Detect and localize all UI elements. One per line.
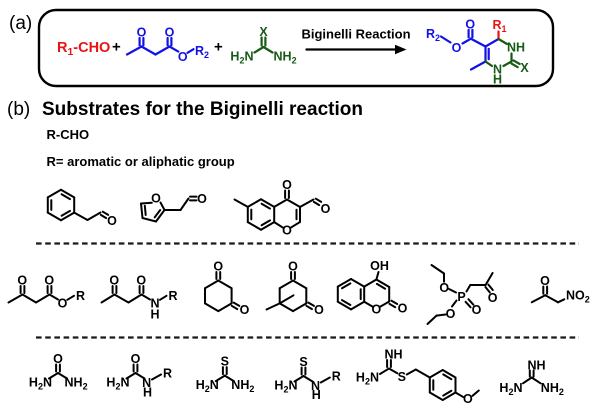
svg-text:R1​-CHO: R1​-CHO: [57, 40, 110, 58]
svg-text:+: +: [112, 39, 121, 56]
svg-text:S: S: [221, 355, 229, 369]
svg-text:R: R: [76, 289, 85, 303]
svg-text:(b): (b): [7, 99, 30, 120]
svg-text:NH: NH: [507, 41, 525, 55]
svg-text:H: H: [143, 386, 152, 400]
svg-text:O: O: [452, 41, 462, 55]
svg-text:O: O: [151, 192, 161, 206]
svg-text:O: O: [137, 26, 147, 40]
svg-text:NH2​: NH2​: [231, 378, 254, 394]
svg-text:H: H: [150, 308, 159, 322]
svg-text:R: R: [332, 370, 341, 384]
svg-text:O: O: [17, 274, 27, 288]
svg-text:O: O: [446, 307, 456, 321]
svg-text:NH2​: NH2​: [65, 376, 88, 392]
svg-text:O: O: [398, 302, 408, 316]
svg-text:X: X: [259, 25, 268, 39]
svg-text:H2​N: H2​N: [230, 50, 253, 66]
svg-text:N: N: [150, 297, 159, 311]
svg-text:H2​N: H2​N: [106, 376, 129, 392]
svg-text:S: S: [299, 355, 307, 369]
svg-text:O: O: [465, 18, 475, 32]
svg-text:NH: NH: [527, 359, 545, 373]
svg-text:N: N: [493, 63, 502, 77]
svg-text:NO2​: NO2​: [566, 289, 590, 305]
svg-text:NH2​: NH2​: [274, 50, 297, 66]
svg-text:H2​N: H2​N: [356, 371, 379, 387]
svg-text:S: S: [398, 370, 406, 384]
svg-text:O: O: [178, 50, 188, 64]
svg-text:O: O: [197, 192, 207, 206]
svg-text:O: O: [109, 274, 119, 288]
svg-text:O: O: [136, 274, 146, 288]
svg-text:O: O: [288, 260, 298, 274]
svg-text:O: O: [165, 26, 175, 40]
svg-text:O: O: [372, 303, 382, 317]
svg-text:O: O: [53, 352, 63, 366]
svg-text:O: O: [44, 274, 54, 288]
svg-text:N: N: [142, 376, 151, 390]
svg-text:Biginelli Reaction: Biginelli Reaction: [301, 27, 410, 42]
svg-text:O: O: [213, 260, 223, 274]
svg-text:O: O: [107, 214, 117, 228]
svg-text:R1​: R1​: [493, 18, 507, 34]
svg-text:O: O: [282, 224, 292, 238]
svg-text:O: O: [314, 303, 324, 317]
svg-text:H2​N: H2​N: [196, 378, 219, 394]
svg-text:H2​N: H2​N: [274, 379, 297, 395]
svg-text:O: O: [131, 352, 141, 366]
svg-text:NH2​: NH2​: [541, 381, 564, 397]
svg-text:R= aromatic or aliphatic group: R= aromatic or aliphatic group: [47, 154, 235, 169]
svg-text:O: O: [439, 281, 449, 295]
svg-text:H2​N: H2​N: [29, 376, 52, 392]
svg-text:R: R: [163, 367, 172, 381]
svg-text:O: O: [472, 303, 482, 317]
svg-text:O: O: [488, 291, 498, 305]
svg-text:R2​: R2​: [426, 27, 440, 43]
svg-text:H: H: [493, 73, 502, 87]
svg-text:Substrates for the Biginelli r: Substrates for the Biginelli reaction: [42, 99, 363, 120]
svg-text:O: O: [240, 303, 250, 317]
svg-text:X: X: [520, 61, 529, 75]
svg-text:H: H: [312, 388, 321, 402]
svg-text:O: O: [58, 297, 68, 311]
svg-text:N: N: [311, 379, 320, 393]
svg-text:H2​N: H2​N: [499, 381, 522, 397]
svg-text:(a): (a): [9, 13, 32, 34]
svg-text:+: +: [214, 39, 223, 56]
svg-text:R-CHO: R-CHO: [47, 127, 90, 142]
svg-text:R: R: [169, 289, 178, 303]
svg-text:O: O: [282, 178, 292, 192]
svg-text:OH: OH: [370, 259, 389, 273]
svg-text:NH: NH: [384, 348, 402, 362]
svg-text:O: O: [463, 392, 473, 406]
svg-text:O: O: [540, 274, 550, 288]
svg-text:O: O: [321, 202, 331, 216]
svg-text:R2​: R2​: [195, 44, 209, 60]
svg-text:P: P: [457, 290, 465, 304]
